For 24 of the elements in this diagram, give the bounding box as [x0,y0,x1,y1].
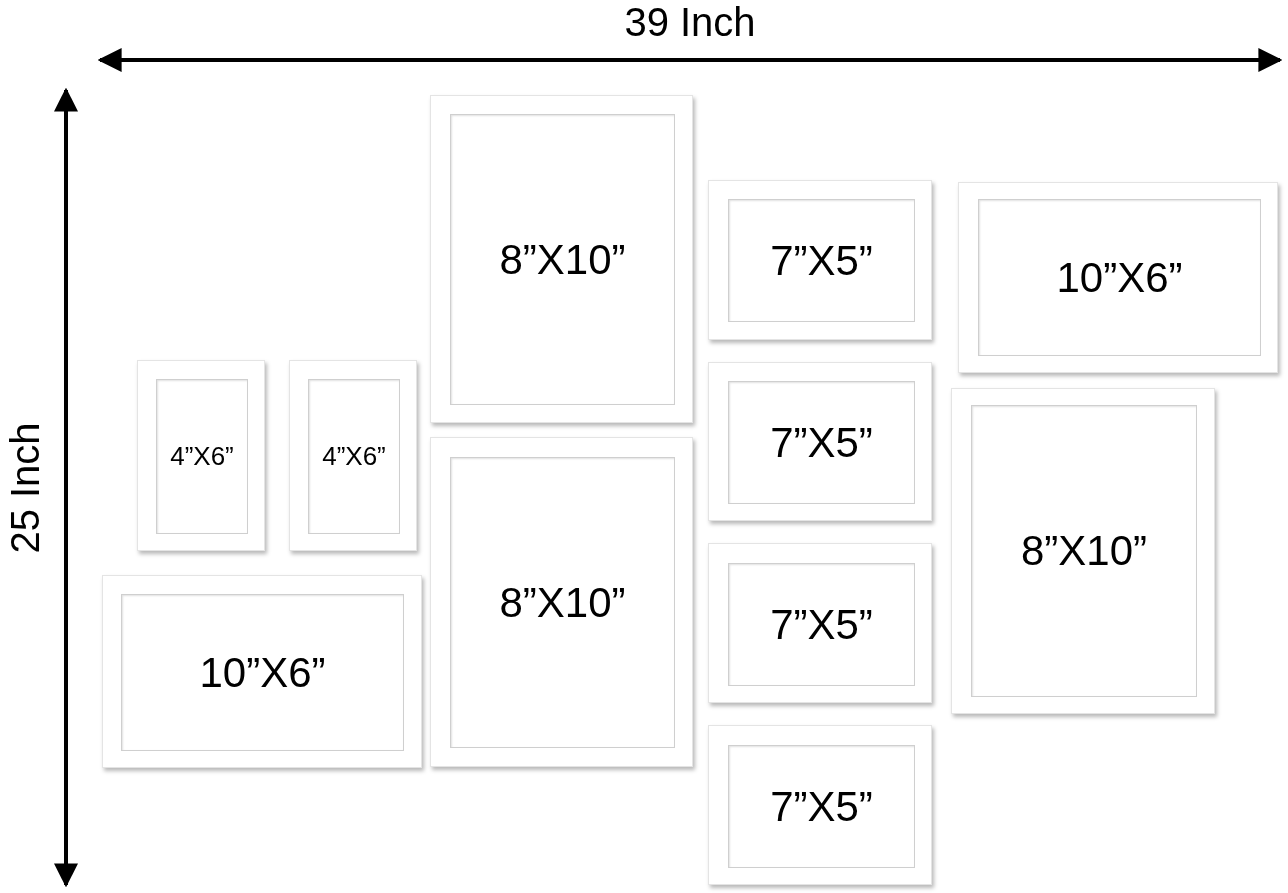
picture-frame [137,360,265,551]
size-label: 4”X6” [322,441,386,472]
size-label: 8”X10” [499,578,626,627]
picture-frame [951,388,1215,714]
dimension-label: 39 Inch [624,0,756,45]
picture-frame [708,180,932,340]
size-label: 4”X6” [170,441,234,472]
picture-frame [102,575,422,768]
size-label: 8”X10” [1020,527,1148,575]
picture-frame [430,95,693,423]
size-label: 7”X5” [770,418,873,467]
size-label: 10”X6” [199,648,326,697]
size-label: 7”X5” [770,600,873,649]
size-label: 8”X10” [499,235,626,284]
picture-frame [708,362,932,521]
dimension-label: 25 Inch [2,422,48,554]
picture-frame [708,543,932,703]
size-label: 7”X5” [770,236,873,285]
size-label: 7”X5” [770,782,873,831]
picture-frame [430,437,693,767]
size-label: 10”X6” [1056,253,1183,302]
picture-frame [708,725,932,885]
picture-frame [958,182,1278,373]
picture-frame [289,360,417,551]
